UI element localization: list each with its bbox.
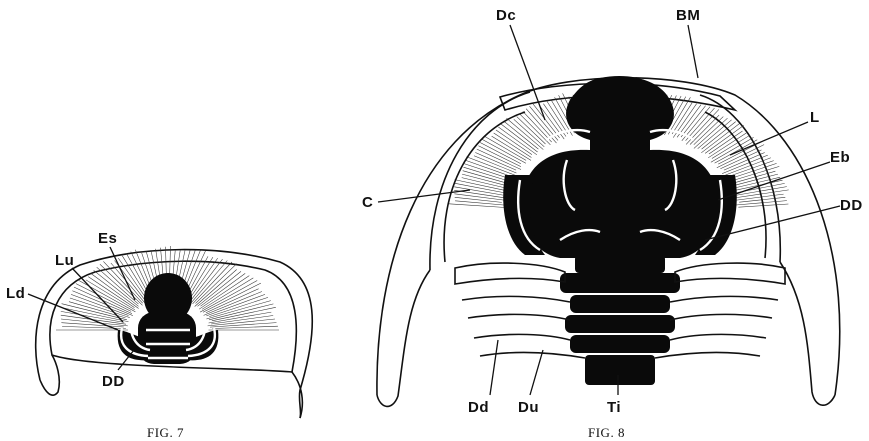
hatch-stroke (698, 120, 732, 149)
hatch-stroke (501, 124, 538, 152)
fig8-label-c: C (362, 194, 373, 211)
hatch-stroke (61, 323, 123, 327)
fig7-caption: FIG. 7 (147, 425, 184, 440)
fig8-label-dd-lower: Dd (468, 399, 489, 416)
fig7-genal-spine-left (40, 355, 59, 395)
fig7-label-dd: DD (102, 373, 125, 390)
hatch-stroke (526, 109, 556, 143)
fig8-label-dd: DD (840, 197, 863, 214)
fig8-label-ti: Ti (607, 399, 621, 416)
hatch-stroke (484, 136, 526, 160)
hatch-stroke (715, 140, 758, 163)
hatch-stroke (482, 139, 526, 163)
hatch-stroke (455, 201, 504, 205)
hatch-stroke (196, 264, 237, 304)
hatch-stroke (702, 122, 736, 150)
fig8-leader-dd-lower (490, 340, 498, 395)
hatch-stroke (198, 271, 242, 306)
fig7-label-lu: Lu (55, 252, 74, 269)
fig8-genal-spine-right (780, 262, 835, 405)
figure-7: Es Lu Ld DD FIG. 7 (6, 230, 312, 440)
fig8-label-bm: BM (676, 7, 700, 24)
hatch-stroke (547, 102, 568, 135)
hatch-stroke (97, 267, 139, 304)
fig8-leader-du (530, 350, 543, 395)
hatch-stroke (212, 307, 276, 321)
fig8-label-dc: Dc (496, 7, 516, 24)
hatch-stroke (494, 133, 532, 158)
hatch-stroke (701, 123, 739, 152)
hatch-stroke (705, 125, 744, 153)
hatch-stroke (737, 194, 784, 200)
hatch-stroke (455, 180, 507, 191)
hatch-stroke (76, 284, 131, 312)
fig8-caption: FIG. 8 (588, 425, 625, 440)
hatch-stroke (206, 294, 265, 316)
fig8-label-du: Du (518, 399, 539, 416)
fig8-leader-bm (688, 25, 698, 78)
hatch-stroke (717, 145, 764, 168)
fig8-leader-c (378, 190, 470, 202)
fig7-label-es: Es (98, 230, 117, 247)
fig8-label-eb: Eb (830, 149, 850, 166)
hatch-stroke (694, 118, 728, 148)
fig8-label-l: L (810, 109, 820, 126)
fig7-label-ld: Ld (6, 285, 25, 302)
fig7-glabella (118, 273, 219, 364)
figure-8: Dc BM L Eb C DD Dd Du Ti FIG. 8 (362, 7, 863, 440)
hatch-stroke (463, 171, 509, 184)
hatch-stroke (492, 136, 531, 160)
hatch-stroke (504, 121, 539, 149)
fig8-leader-dc (510, 25, 545, 120)
hatch-stroke (498, 127, 537, 155)
hatch-stroke (462, 174, 510, 186)
